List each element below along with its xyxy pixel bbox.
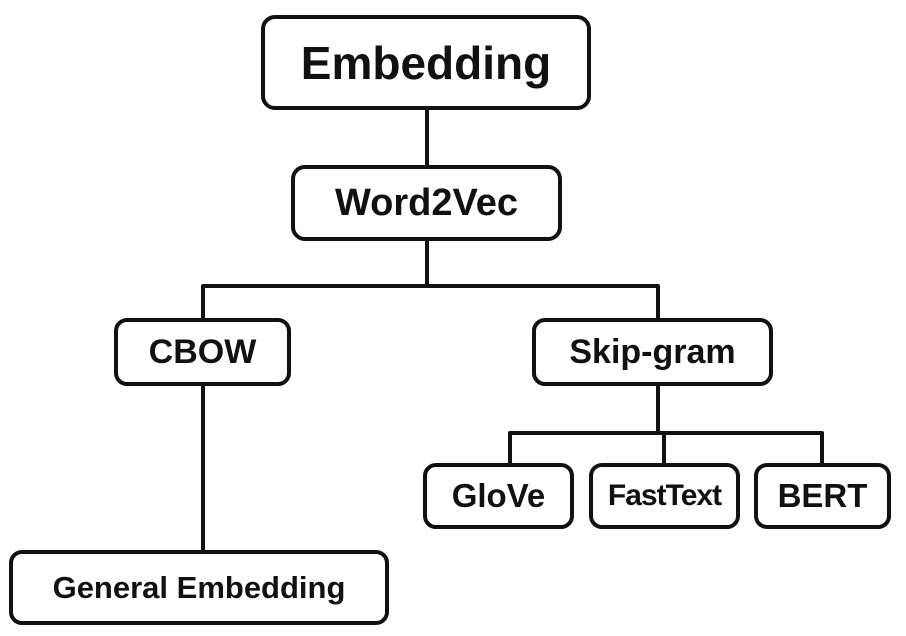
node-fasttext-label: FastText xyxy=(607,479,722,512)
node-general-embedding-label: General Embedding xyxy=(52,569,346,605)
edge-word2vec-branches xyxy=(201,241,660,318)
node-embedding: Embedding xyxy=(261,15,591,110)
node-glove: GloVe xyxy=(423,463,574,529)
node-bert: BERT xyxy=(754,463,891,529)
edge-skipgram-branches xyxy=(508,386,824,463)
node-general-embedding: General Embedding xyxy=(9,550,389,625)
node-skip-gram: Skip-gram xyxy=(532,318,773,386)
node-glove-label: GloVe xyxy=(451,477,546,514)
node-skip-gram-label: Skip-gram xyxy=(569,332,736,371)
node-cbow: CBOW xyxy=(114,318,291,386)
node-embedding-label: Embedding xyxy=(300,36,552,89)
node-cbow-label: CBOW xyxy=(148,332,257,371)
node-word2vec-label: Word2Vec xyxy=(334,181,519,224)
node-fasttext: FastText xyxy=(589,463,740,529)
node-bert-label: BERT xyxy=(777,477,868,514)
node-word2vec: Word2Vec xyxy=(291,165,562,241)
